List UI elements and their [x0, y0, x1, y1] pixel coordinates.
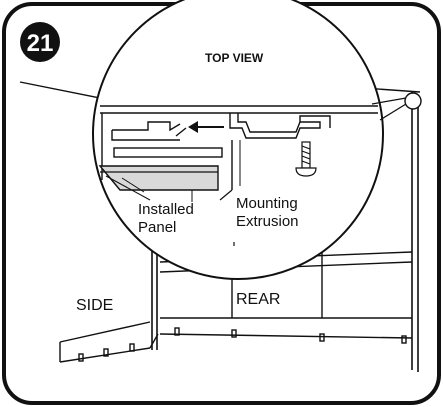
installed-panel-label-line2: Panel: [138, 219, 176, 236]
mounting-extrusion-label-line1: Mounting: [236, 195, 298, 212]
leader-line-upper: [371, 97, 407, 105]
side-base-top: [59, 321, 151, 343]
base-clip: [78, 353, 84, 362]
insert-arrow: [188, 121, 224, 133]
base-corner: [149, 333, 159, 349]
installed-panel-shape: [98, 165, 219, 191]
panel-clip: [175, 127, 187, 137]
base-clip: [231, 329, 237, 338]
base-clip: [401, 335, 407, 344]
base-clip: [319, 333, 325, 342]
step-badge-circle: [20, 22, 60, 62]
base-clip: [174, 327, 180, 336]
rear-wall-label: REAR: [236, 291, 280, 308]
side-base-bottom: [59, 347, 151, 363]
mounting-extrusion-profile: [229, 113, 321, 139]
side-wall-label: SIDE: [76, 297, 113, 314]
base-clip: [129, 343, 135, 352]
installed-panel-label-line1: Installed: [138, 201, 194, 218]
base-clip: [103, 348, 109, 357]
panel-end-profile: [112, 121, 181, 132]
rear-base-bottom: [159, 333, 413, 339]
panel-end-bottom: [111, 130, 180, 141]
panel-bar: [113, 147, 223, 158]
cross-section: [100, 105, 378, 180]
screw-icon: [295, 141, 317, 177]
step-number: 21: [27, 30, 54, 57]
extrusion-lip: [299, 115, 331, 128]
step-number-badge: 21: [20, 22, 60, 62]
top-view-callout: TOP VIEW: [92, 0, 422, 280]
top-view-title: TOP VIEW: [205, 51, 264, 65]
mounting-extrusion-label-line2: Extrusion: [236, 213, 299, 230]
leader-line-lower: [379, 103, 407, 121]
reference-point-circle: [404, 92, 422, 110]
callout-circle: [92, 0, 384, 280]
